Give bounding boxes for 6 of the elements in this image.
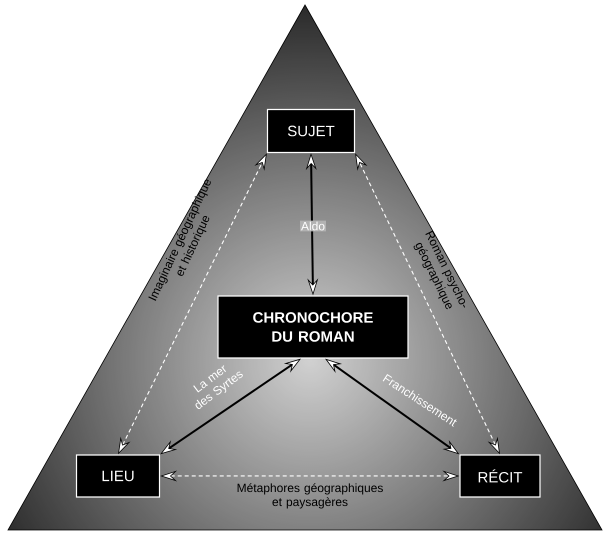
concept-box: CHRONOCHORE DU ROMAN bbox=[217, 295, 409, 359]
concept-box: RÉCIT bbox=[459, 454, 541, 498]
edge-label: Aldo bbox=[300, 220, 326, 232]
edge-label: Métaphores géographiques et paysagères bbox=[238, 483, 383, 509]
concept-box: LIEU bbox=[76, 454, 160, 498]
concept-box: SUJET bbox=[266, 108, 356, 154]
